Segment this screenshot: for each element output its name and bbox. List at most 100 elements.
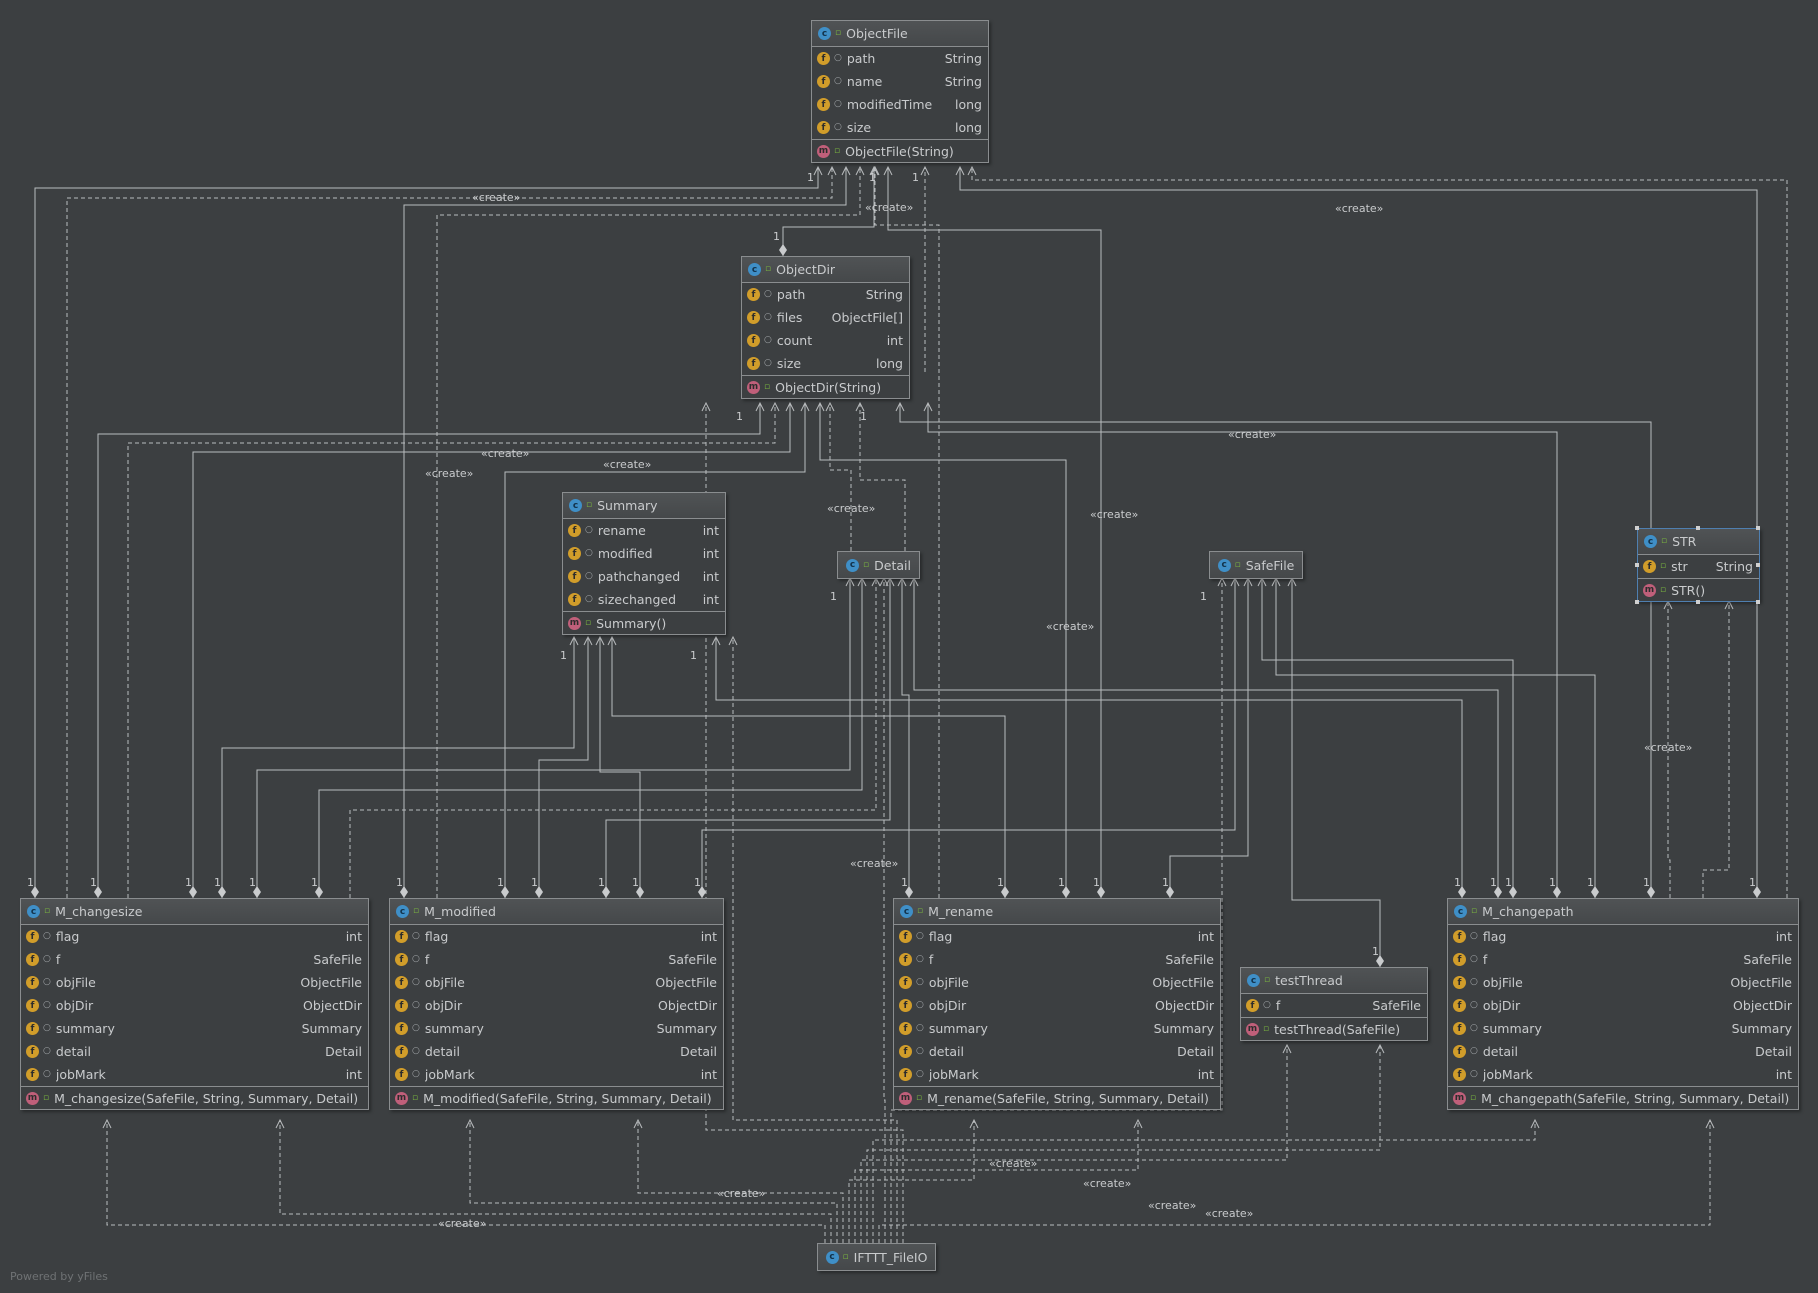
class-header[interactable]: c▫M_rename [894, 899, 1220, 925]
selection-handle[interactable] [1695, 526, 1700, 530]
method-row[interactable]: m▫STR() [1638, 578, 1759, 601]
visibility-icon: ○ [916, 954, 924, 964]
public-visibility-icon: ▫ [43, 1092, 50, 1103]
class-header[interactable]: c▫SafeFile [1210, 552, 1302, 578]
visibility-icon: ○ [916, 1000, 924, 1010]
class-header[interactable]: c▫ObjectDir [742, 257, 909, 283]
class-header[interactable]: c▫M_changesize [21, 899, 368, 925]
class-header[interactable]: c▫Summary [563, 493, 725, 519]
selection-handle[interactable] [1756, 600, 1760, 604]
field-icon: f [395, 976, 408, 989]
field-icon: f [1453, 1045, 1466, 1058]
field-name: jobMark [1482, 1067, 1533, 1082]
class-header[interactable]: c▫Detail [838, 552, 919, 578]
class-header[interactable]: c▫ObjectFile [812, 21, 988, 47]
class-header[interactable]: c▫M_modified [390, 899, 723, 925]
selection-handle[interactable] [1695, 600, 1700, 604]
aggregation-diamond [602, 886, 610, 898]
selection-handle[interactable] [1635, 563, 1639, 567]
selection-handle[interactable] [1756, 526, 1760, 530]
method-row[interactable]: m▫ObjectFile(String) [812, 139, 988, 162]
field-name: modified [597, 546, 653, 561]
field-name: count [776, 333, 813, 348]
class-header[interactable]: c▫IFTTT_FileIO [818, 1244, 935, 1270]
method-row[interactable]: m▫testThread(SafeFile) [1241, 1017, 1427, 1040]
method-row[interactable]: m▫Summary() [563, 611, 725, 634]
visibility-icon: ○ [834, 53, 842, 63]
multiplicity-label: 1 [997, 876, 1004, 889]
class-header[interactable]: c▫M_changepath [1448, 899, 1798, 925]
class-ifttt-fileio[interactable]: c▫IFTTT_FileIO [817, 1243, 936, 1271]
selection-handle[interactable] [1756, 563, 1760, 567]
association-line [913, 578, 1499, 898]
class-detail[interactable]: c▫Detail [837, 551, 920, 579]
visibility-icon: ○ [43, 931, 51, 941]
field-type: int [345, 929, 362, 944]
method-row[interactable]: m▫M_rename(SafeFile, String, Summary, De… [894, 1086, 1220, 1109]
multiplicity-label: 1 [497, 876, 504, 889]
class-header[interactable]: c▫STR [1638, 529, 1759, 555]
field-name: str [1671, 559, 1688, 574]
class-safefile[interactable]: c▫SafeFile [1209, 551, 1303, 579]
method-row[interactable]: m▫ObjectDir(String) [742, 375, 909, 398]
create-label: «create» [827, 502, 875, 515]
class-header[interactable]: c▫testThread [1241, 968, 1427, 994]
selection-handle[interactable] [1635, 600, 1639, 604]
method-row[interactable]: m▫M_modified(SafeFile, String, Summary, … [390, 1086, 723, 1109]
method-row[interactable]: m▫M_changepath(SafeFile, String, Summary… [1448, 1086, 1798, 1109]
method-row[interactable]: m▫M_changesize(SafeFile, String, Summary… [21, 1086, 368, 1109]
selection-handle[interactable] [1635, 526, 1639, 530]
